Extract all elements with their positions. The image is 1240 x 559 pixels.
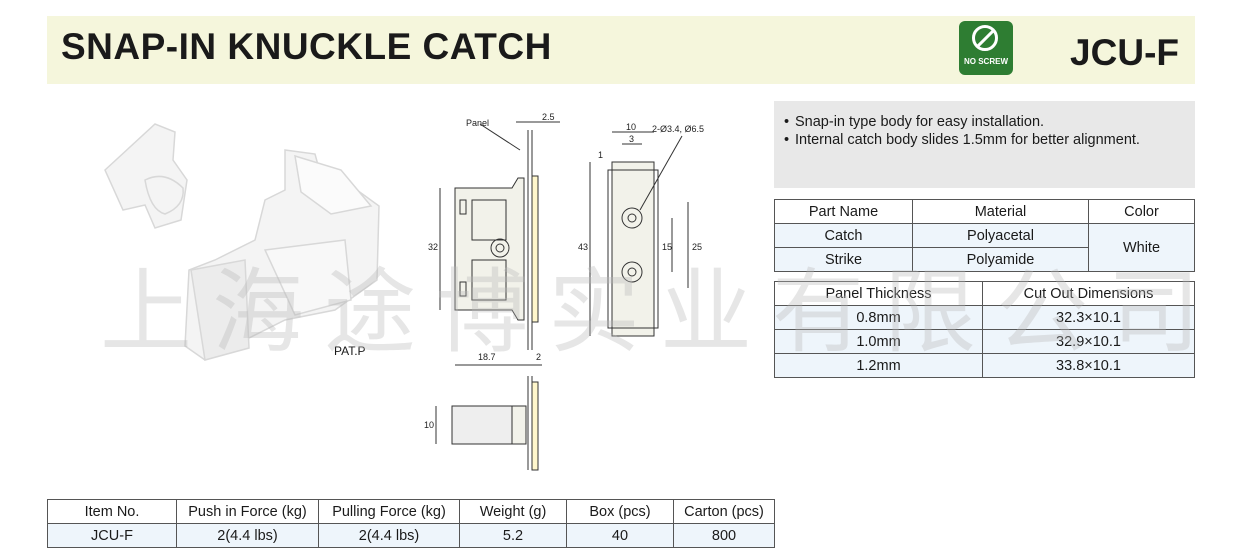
thickness-cell: 1.0mm xyxy=(774,329,983,354)
box-cell: 40 xyxy=(566,523,674,548)
label-dim-2: 2 xyxy=(536,352,541,362)
no-screw-badge: NO SCREW xyxy=(959,21,1013,75)
label-panel: Panel xyxy=(466,118,489,128)
no-screw-icon xyxy=(972,25,998,51)
watermark: 上海途博实业有限公司 xyxy=(100,259,1221,366)
header-item-no: Item No. xyxy=(47,499,177,524)
table-row: Catch Polyacetal White xyxy=(774,223,1195,272)
header-cut-out: Cut Out Dimensions xyxy=(982,281,1195,306)
materials-table: Part Name Material Color Catch Polyaceta… xyxy=(774,199,1195,272)
model-number: JCU-F xyxy=(1070,32,1179,73)
badge-label: NO SCREW xyxy=(964,57,1008,66)
pulling-force-cell: 2(4.4 lbs) xyxy=(318,523,460,548)
part-name-cell: Catch xyxy=(774,223,913,248)
label-dim-25: 25 xyxy=(692,242,702,252)
cutout-cell: 32.3×10.1 xyxy=(982,305,1195,330)
technical-drawing: Panel 2.5 10 3 2-Ø3.4, Ø6.5 1 32 43 15 2… xyxy=(424,112,704,471)
label-dim-43: 43 xyxy=(578,242,588,252)
label-dim-15: 15 xyxy=(662,242,672,252)
material-cell: Polyamide xyxy=(912,247,1089,272)
thickness-cell: 1.2mm xyxy=(774,353,983,378)
label-dim-1: 1 xyxy=(598,150,603,160)
table-row: 1.2mm 33.8×10.1 xyxy=(774,353,1195,378)
color-cell: White xyxy=(1088,223,1195,272)
header-carton: Carton (pcs) xyxy=(673,499,775,524)
item-no-cell: JCU-F xyxy=(47,523,177,548)
material-cell: Polyacetal xyxy=(912,223,1089,248)
push-force-cell: 2(4.4 lbs) xyxy=(176,523,319,548)
thickness-cell: 0.8mm xyxy=(774,305,983,330)
header-panel-thickness: Panel Thickness xyxy=(774,281,983,306)
label-dim-10-top: 10 xyxy=(626,122,636,132)
part-name-cell: Strike xyxy=(774,247,913,272)
label-holes: 2-Ø3.4, Ø6.5 xyxy=(652,124,704,134)
header-color: Color xyxy=(1088,199,1195,224)
table-row: Strike Polyamide xyxy=(774,247,1195,272)
table-row: 0.8mm 32.3×10.1 xyxy=(774,305,1195,330)
header-material: Material xyxy=(912,199,1089,224)
header-box: Box (pcs) xyxy=(566,499,674,524)
feature-item: Internal catch body slides 1.5mm for bet… xyxy=(784,131,1195,149)
label-dim-3: 3 xyxy=(629,134,634,144)
header-part-name: Part Name xyxy=(774,199,913,224)
panel-thickness-table: Panel Thickness Cut Out Dimensions 0.8mm… xyxy=(774,281,1195,378)
label-dim-18-7: 18.7 xyxy=(478,352,496,362)
spec-table: Item No. Push in Force (kg) Pulling Forc… xyxy=(47,499,775,548)
weight-cell: 5.2 xyxy=(459,523,567,548)
page-title: SNAP-IN KNUCKLE CATCH xyxy=(61,26,552,67)
table-row: 1.0mm 32.9×10.1 xyxy=(774,329,1195,354)
product-photo xyxy=(104,123,380,361)
header-weight: Weight (g) xyxy=(459,499,567,524)
label-dim-10-side: 10 xyxy=(424,420,434,430)
feature-item: Snap-in type body for easy installation. xyxy=(784,113,1195,131)
label-dim-2-5: 2.5 xyxy=(542,112,555,122)
patent-label: PAT.P xyxy=(334,344,366,358)
features-box: Snap-in type body for easy installation.… xyxy=(774,101,1195,188)
label-dim-32: 32 xyxy=(428,242,438,252)
header-pulling-force: Pulling Force (kg) xyxy=(318,499,460,524)
carton-cell: 800 xyxy=(673,523,775,548)
header-push-force: Push in Force (kg) xyxy=(176,499,319,524)
header-banner: SNAP-IN KNUCKLE CATCH NO SCREW JCU-F xyxy=(47,16,1195,84)
table-row: JCU-F 2(4.4 lbs) 2(4.4 lbs) 5.2 40 800 xyxy=(47,523,775,548)
cutout-cell: 33.8×10.1 xyxy=(982,353,1195,378)
